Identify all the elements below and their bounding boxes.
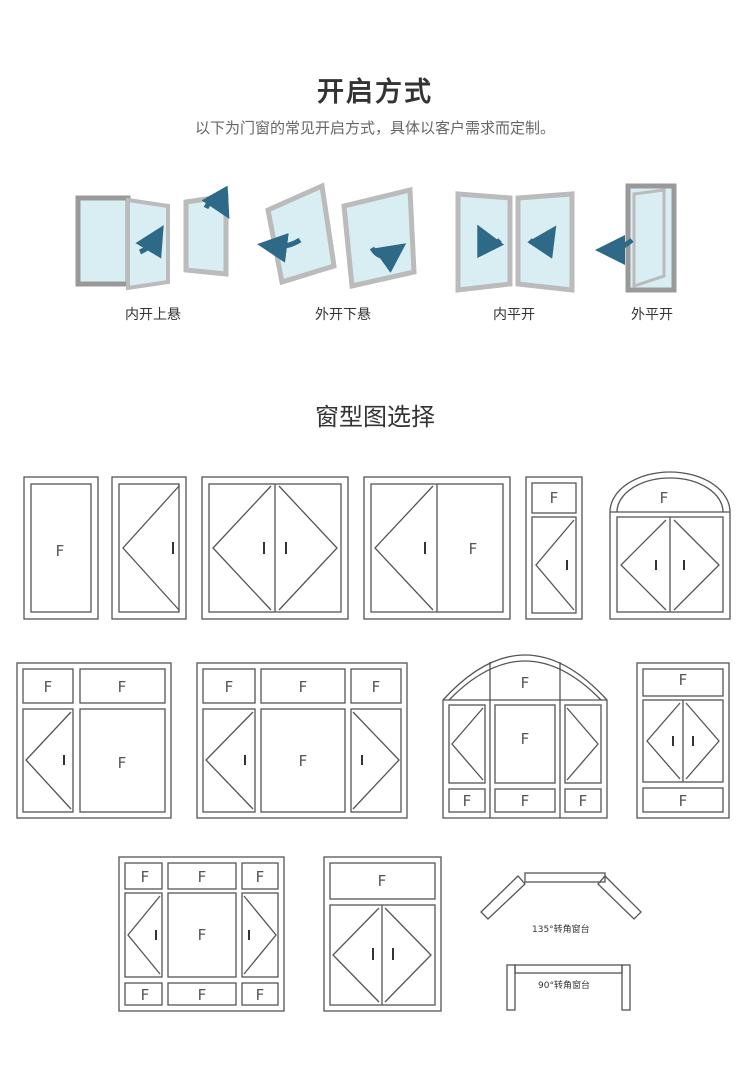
fixed-pane-mark: F [579,792,588,810]
window-type-2-single-casement [111,476,187,620]
window-type-7 [16,662,172,819]
fixed-pane-mark: F [118,754,127,772]
fixed-pane-mark: F [198,868,207,886]
fixed-pane-mark: F [679,792,688,810]
corner-window-135 [480,872,642,920]
fixed-pane-mark: F [463,792,472,810]
corner-window-90 [506,964,631,1011]
fixed-pane-mark: F [44,678,53,696]
window-type-8 [196,662,408,819]
fixed-pane-mark: F [56,542,65,560]
fixed-pane-mark: F [660,489,669,507]
fixed-pane-mark: F [256,868,265,886]
fixed-pane-mark: F [679,671,688,689]
inward-casement-window-icon [455,191,575,293]
page-title: 开启方式 [317,77,433,108]
opening-label-inward-top-hung: 内开上悬 [125,307,181,323]
section-title-window-types: 窗型图选择 [315,403,435,431]
window-type-4-casement-fixed [363,476,511,620]
page-subtitle: 以下为门窗的常见开启方式，具体以客户需求而定制。 [194,119,555,137]
window-type-12 [323,856,442,1012]
outward-bottom-hung-window-icon [257,182,417,290]
corner-label-135: 135°转角窗台 [532,925,590,935]
fixed-pane-mark: F [256,986,265,1004]
fixed-pane-mark: F [521,674,530,692]
window-type-10 [636,662,730,819]
opening-types-illustration [75,182,677,293]
outward-casement-window-icon [595,183,677,293]
corner-label-90: 90°转角窗台 [538,981,590,991]
fixed-pane-mark: F [378,872,387,890]
opening-label-inward-casement: 内平开 [493,307,535,323]
fixed-pane-mark: F [118,678,127,696]
fixed-pane-mark: F [141,986,150,1004]
fixed-pane-mark: F [225,678,234,696]
window-type-1-fixed [23,476,99,620]
fixed-pane-mark: F [299,752,308,770]
window-type-6-arched-double [609,471,731,620]
fixed-pane-mark: F [372,678,381,696]
fixed-pane-mark: F [550,489,559,507]
fixed-pane-mark: F [521,730,530,748]
window-type-9-arched [442,654,608,819]
fixed-pane-mark: F [141,868,150,886]
fixed-pane-mark: F [469,540,478,558]
fixed-pane-mark: F [299,678,308,696]
opening-label-outward-casement: 外平开 [631,307,673,323]
window-type-3-double-casement [201,476,349,620]
fixed-pane-mark: F [198,926,207,944]
window-type-5-transom-casement [525,476,583,620]
fixed-pane-mark: F [198,986,207,1004]
fixed-pane-marks: F F F F F F F F F F F F F F F F F F F F … [44,489,688,1004]
fixed-pane-mark: F [521,792,530,810]
inward-top-hung-window-icon [75,185,230,291]
opening-label-outward-bottom-hung: 外开下悬 [315,307,371,323]
window-type-11 [118,856,285,1012]
